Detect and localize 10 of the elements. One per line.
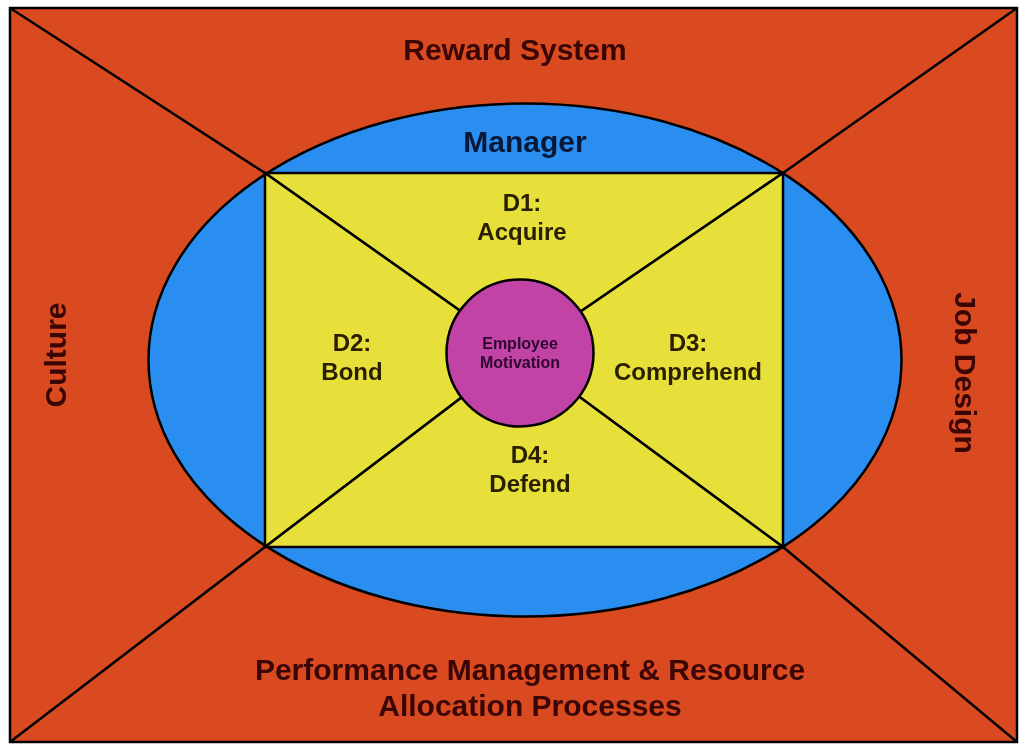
- region-label: Job Design: [948, 291, 983, 456]
- region-label: Employee Motivation: [479, 333, 561, 373]
- region-label: Culture: [38, 301, 73, 410]
- region-label: Performance Management & Resource Allocation Processes: [253, 652, 807, 724]
- region-label: Reward System: [402, 32, 628, 68]
- region-label: D1: Acquire: [476, 189, 568, 247]
- region-label: D3: Comprehend: [613, 329, 763, 387]
- region-label: D2: Bond: [320, 329, 384, 387]
- region-label: Manager: [462, 124, 588, 160]
- region-label: D4: Defend: [488, 441, 572, 499]
